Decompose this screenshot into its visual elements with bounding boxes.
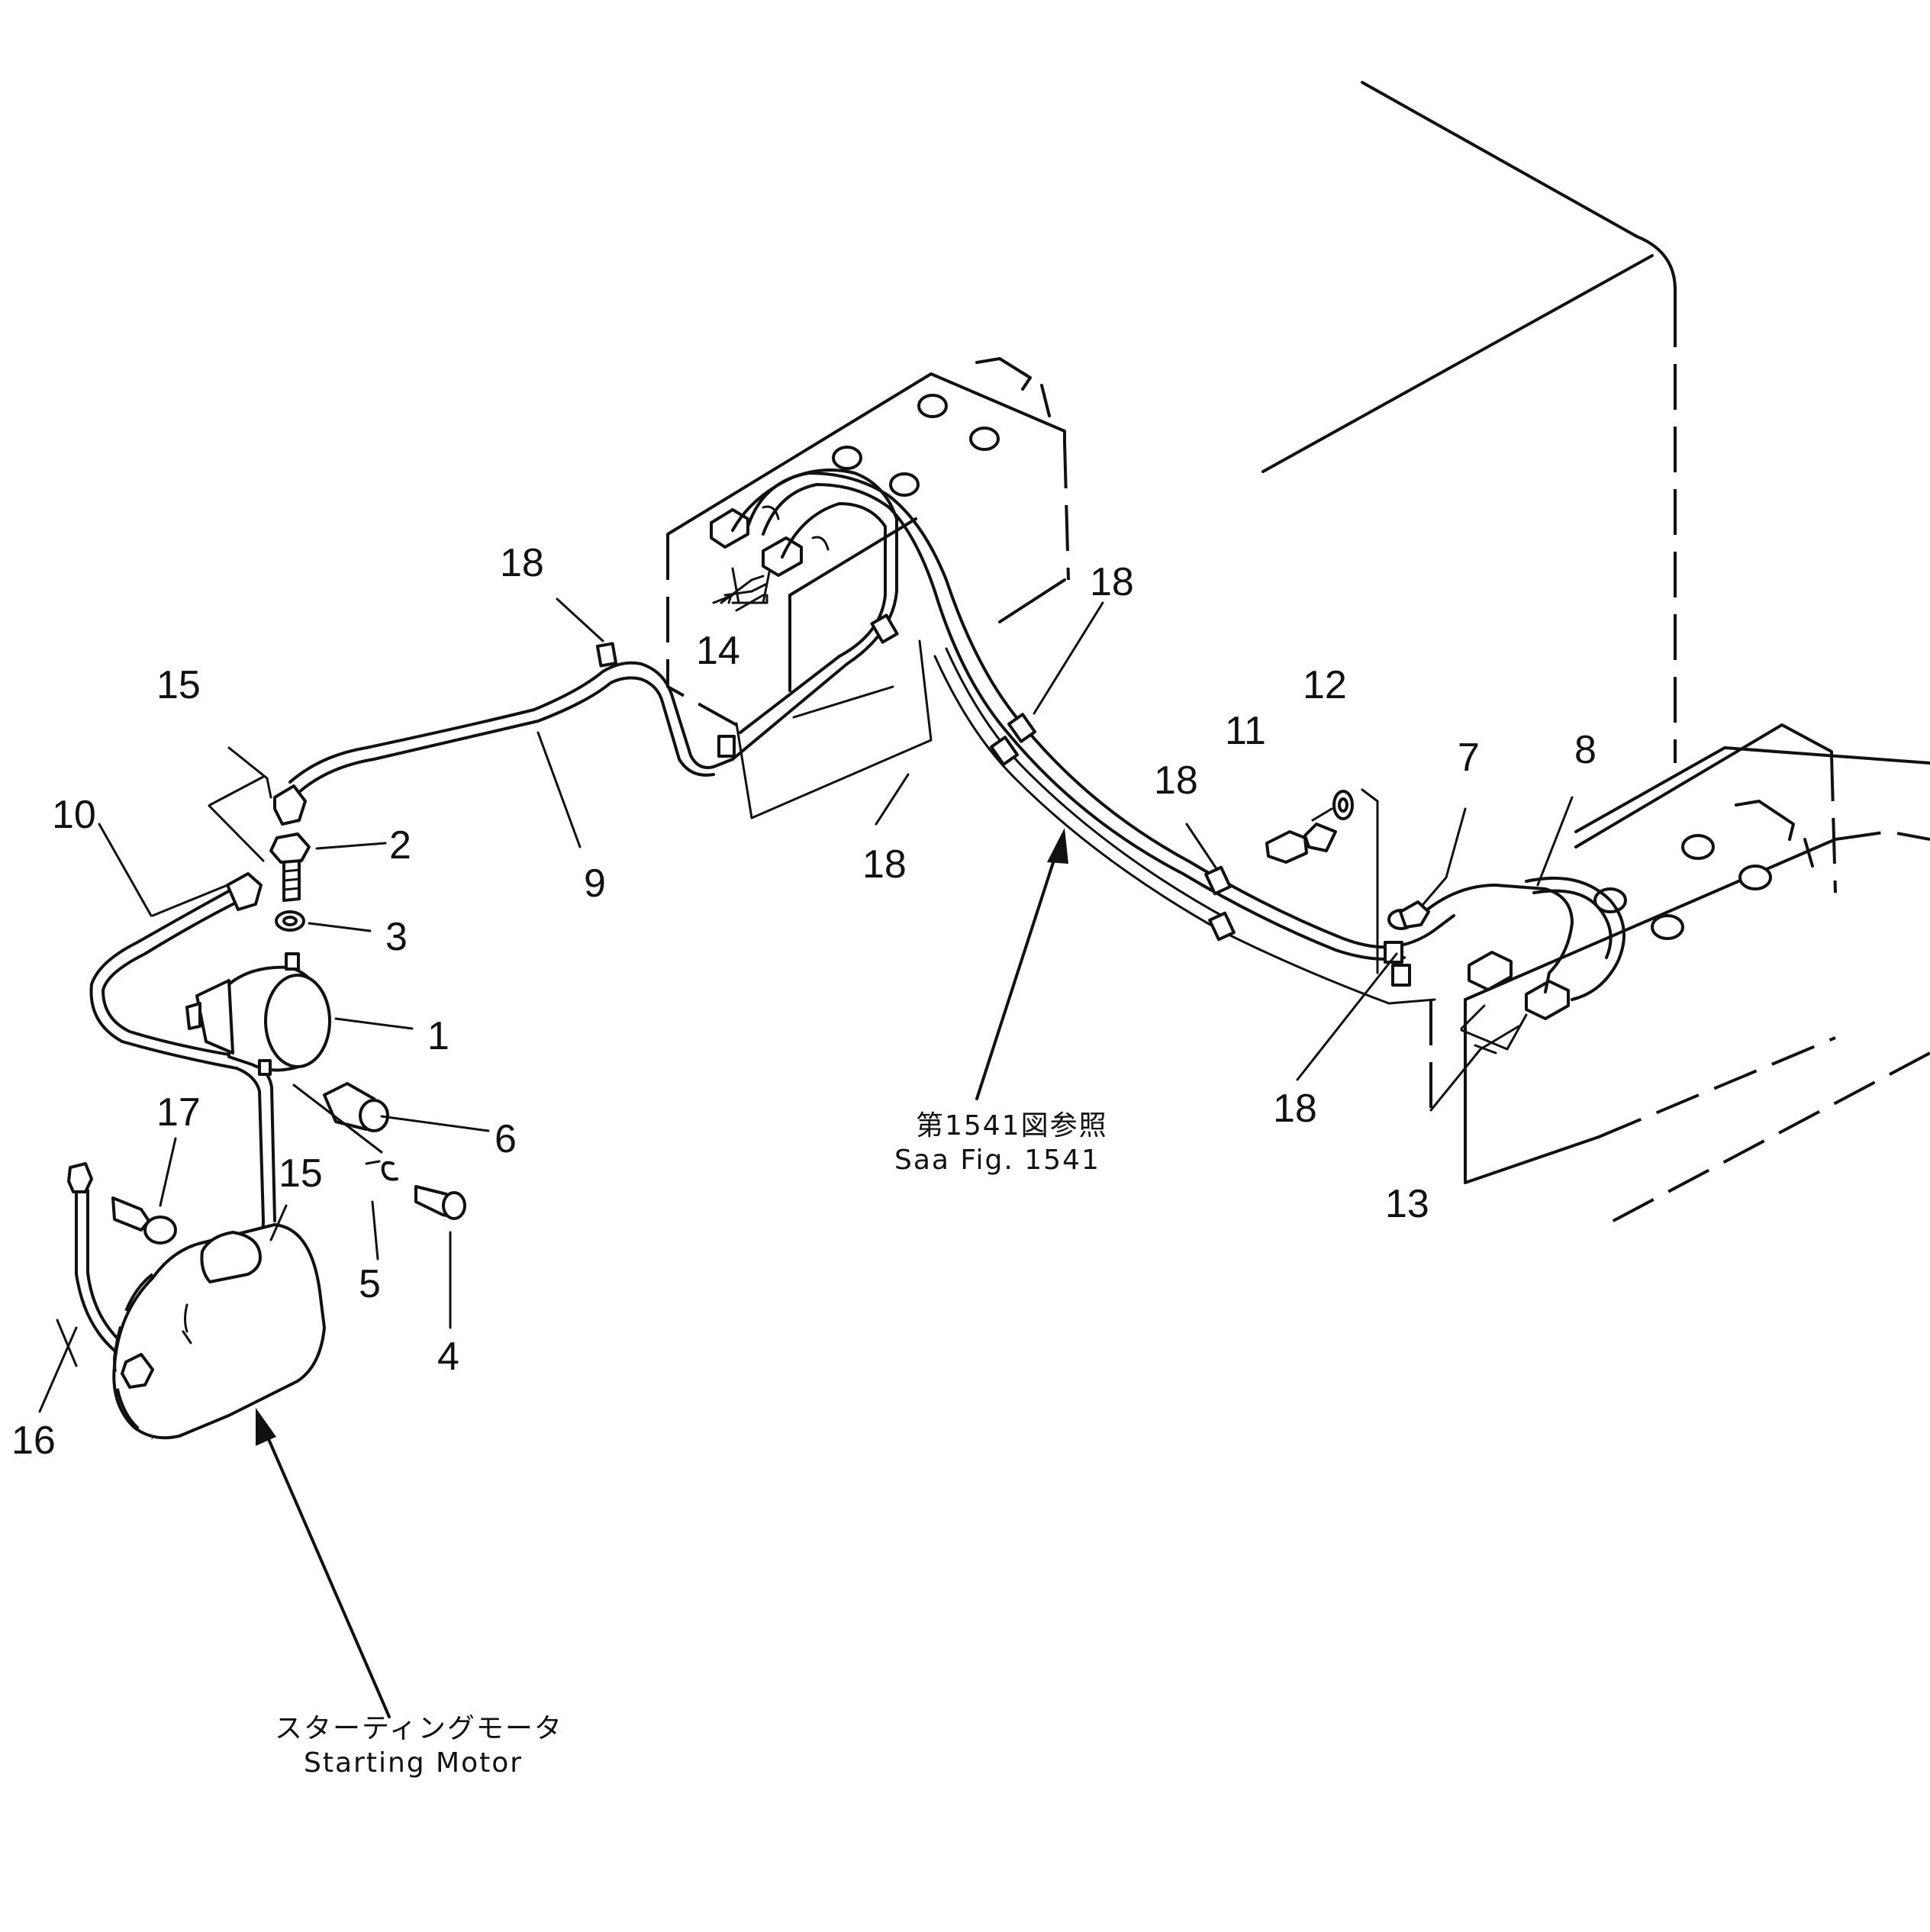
callout-15-bottom: 15 [279,1151,323,1196]
callout-15-top: 15 [156,663,201,707]
callout-18-b: 18 [862,842,907,887]
callout-10: 10 [52,793,96,837]
callout-8: 8 [1574,728,1597,772]
see-figure-jp: 第1541図参照 [916,1110,1108,1141]
see-figure-en: Saa Fig. 1541 [894,1145,1100,1176]
callout-12: 12 [1303,663,1347,707]
callout-4: 4 [437,1335,459,1379]
callout-16: 16 [11,1418,56,1463]
callout-18-a: 18 [500,541,544,585]
callout-2: 2 [389,823,411,868]
callout-11: 11 [1225,709,1266,753]
leader-lines [38,567,1574,1413]
callout-18-e: 18 [1273,1087,1317,1131]
starting-motor-en: Starting Motor [304,1747,523,1779]
clamps [595,613,1415,987]
callout-5: 5 [359,1262,381,1306]
battery-cables [75,469,1626,1364]
callout-18-c: 18 [1090,560,1134,604]
callout-18-d: 18 [1154,758,1198,803]
annotation-captions: 第1541図参照 Saa Fig. 1541 スターティングモータ Starti… [275,1110,1108,1779]
callout-labels: 1 2 3 4 5 6 7 8 9 10 11 12 13 14 15 15 1… [11,541,1597,1463]
machine-frame [1261,81,1930,833]
battery-left [666,357,1070,726]
hardware [67,790,1430,1245]
callout-7: 7 [1458,736,1480,780]
callout-3: 3 [385,915,408,959]
callout-17: 17 [156,1090,201,1135]
callout-13: 13 [1385,1182,1429,1226]
callout-1: 1 [427,1014,449,1058]
callout-6: 6 [495,1117,517,1161]
battery-right [1429,723,1930,1230]
callout-9: 9 [584,861,606,906]
callout-14: 14 [696,629,740,673]
reference-arrows [256,828,1068,1718]
starting-motor [112,1223,326,1440]
starting-motor-jp: スターティングモータ [275,1713,563,1744]
battery-relay [185,784,331,1268]
